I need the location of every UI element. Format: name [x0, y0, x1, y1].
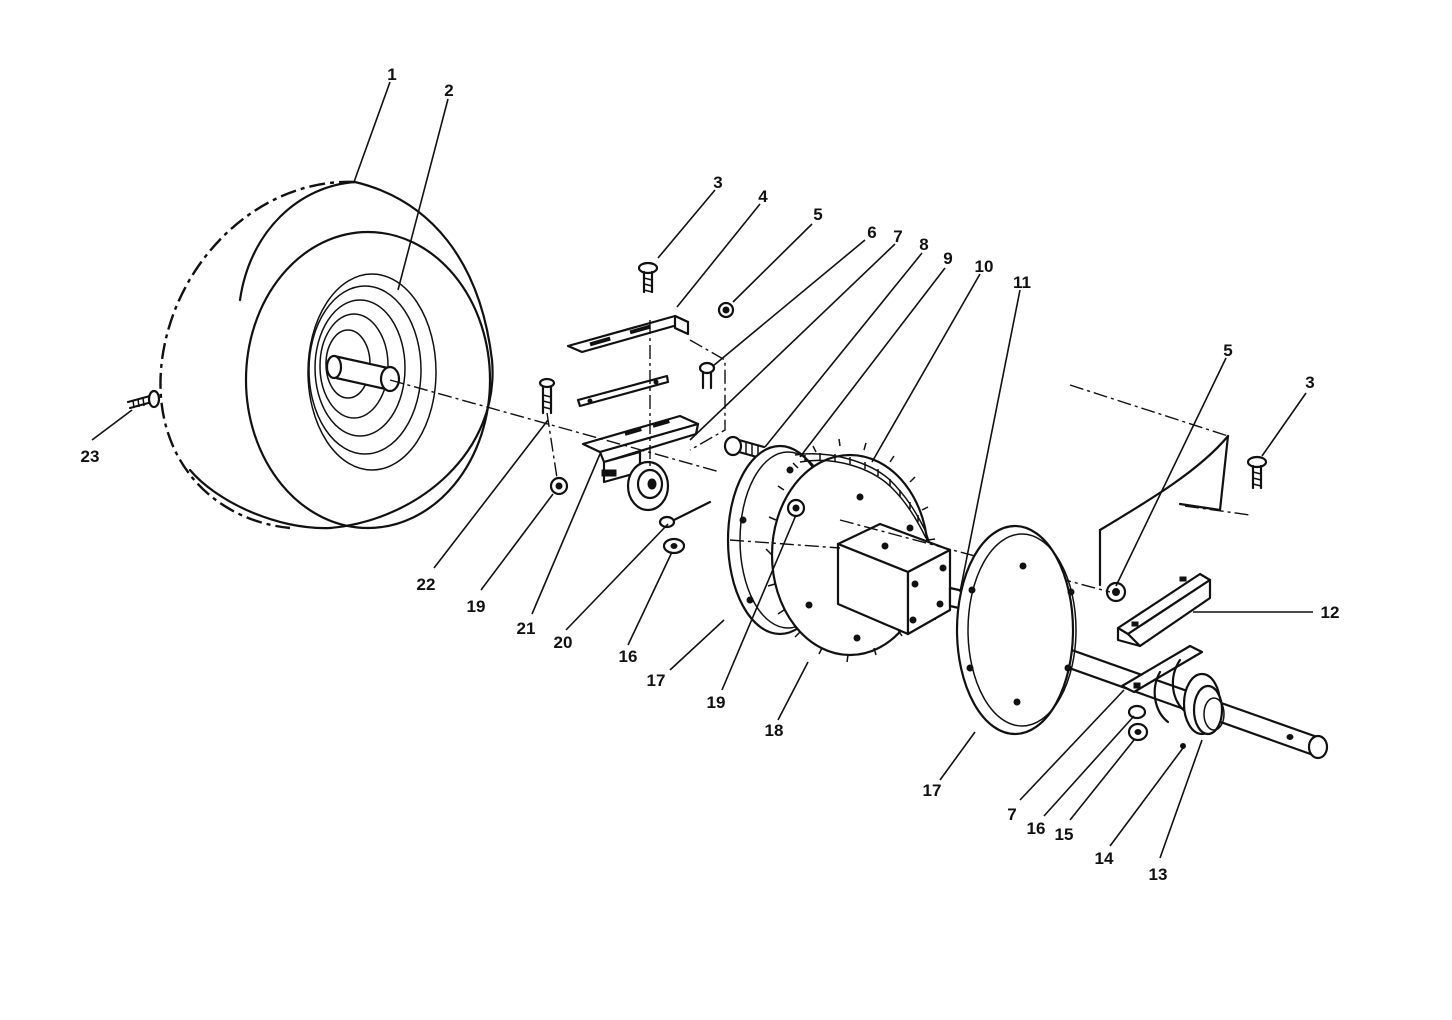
- callout-21: 21: [517, 619, 536, 638]
- callout-13: 13: [1149, 865, 1168, 884]
- callout-22: 22: [417, 575, 436, 594]
- callout-16-right: 16: [1027, 819, 1046, 838]
- callout-10: 10: [975, 257, 994, 276]
- hub-plate-17-right: [955, 524, 1077, 736]
- gearbox-10: [836, 522, 952, 636]
- callout-5-right: 5: [1223, 341, 1232, 360]
- plate-6: [576, 374, 670, 408]
- callout-1: 1: [387, 65, 396, 84]
- plate-4: [566, 314, 690, 354]
- bolt-7-upper: [698, 361, 716, 390]
- callout-12: 12: [1321, 603, 1340, 622]
- callout-19-right: 19: [707, 693, 726, 712]
- callout-9: 9: [943, 249, 952, 268]
- leader-lines: [91, 81, 1313, 859]
- callout-5-left: 5: [813, 205, 822, 224]
- callout-3-left: 3: [713, 173, 722, 192]
- frame-housing: [1069, 384, 1251, 587]
- callout-20: 20: [554, 633, 573, 652]
- nut-19-right: [786, 498, 806, 518]
- nut-15: [1127, 722, 1149, 742]
- callout-17-left: 17: [647, 671, 666, 690]
- bolt-22: [538, 377, 556, 415]
- chain-9: [794, 453, 938, 621]
- callout-7-upper: 7: [893, 227, 902, 246]
- nut-19-left: [549, 476, 569, 496]
- bracket-21: [581, 414, 700, 512]
- carriage-bolt-3-right: [1246, 455, 1268, 490]
- callout-14: 14: [1095, 849, 1114, 868]
- callout-3-right: 3: [1305, 373, 1314, 392]
- callout-18: 18: [765, 721, 784, 740]
- bracket-12: [1116, 572, 1212, 648]
- callout-19-left: 19: [467, 597, 486, 616]
- callout-11: 11: [1013, 273, 1031, 292]
- nut-5-right: [1105, 581, 1127, 603]
- nut-16-left: [662, 537, 686, 555]
- callout-16-left: 16: [619, 647, 638, 666]
- callout-8: 8: [919, 235, 928, 254]
- callout-2: 2: [444, 81, 453, 100]
- bearing-13: [1182, 672, 1225, 736]
- carriage-bolt-3-left: [637, 261, 659, 294]
- callout-4: 4: [758, 187, 768, 206]
- wheel-hub-axle: [325, 354, 401, 393]
- tire: [159, 180, 494, 530]
- bolt-23: [126, 389, 161, 410]
- bolt-20: [658, 500, 712, 529]
- washer-16-right: [1127, 704, 1147, 720]
- callout-15: 15: [1055, 825, 1074, 844]
- callout-17-right: 17: [923, 781, 942, 800]
- callout-23: 23: [81, 447, 100, 466]
- callout-labels: 1 2 3 4 5 6 7 8 9 10 11 12 5 3 23 22 19 …: [81, 65, 1340, 884]
- nut-5-left: [717, 301, 735, 319]
- callout-6: 6: [867, 223, 876, 242]
- callout-7-lower: 7: [1007, 805, 1016, 824]
- setscrew-14: [1180, 743, 1186, 749]
- clamp-7: [1120, 644, 1204, 724]
